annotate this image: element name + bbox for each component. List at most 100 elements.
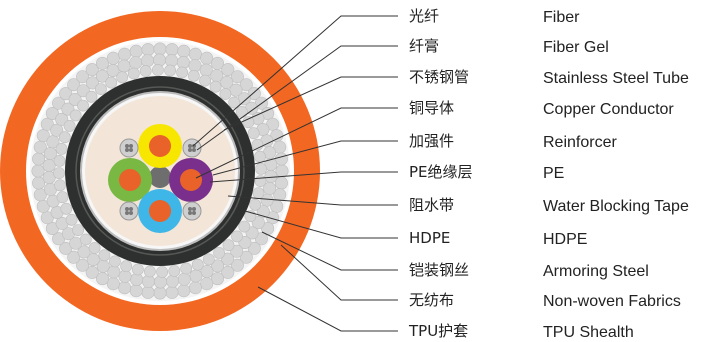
armor-wire (106, 51, 120, 65)
armor-wire (211, 259, 225, 273)
armor-wire (176, 66, 188, 79)
armor-wire (45, 107, 59, 121)
leader-line-fiber-gel (196, 45, 398, 151)
leader-line-reinforcer (212, 140, 398, 176)
armor-wire (255, 162, 267, 175)
armor-wire (109, 255, 121, 268)
armor-wire (180, 262, 193, 275)
armor-wire (166, 274, 180, 288)
copper-conductor-blue (149, 200, 171, 222)
armor-wire (46, 135, 60, 149)
leader-line-fiber (192, 15, 398, 147)
armor-wire (120, 260, 133, 273)
label-en-stainless-steel-tube: Stainless Steel Tube (543, 70, 689, 87)
armor-wire (200, 51, 214, 65)
armor-wire (230, 70, 244, 84)
armor-wire (67, 78, 81, 92)
armor-wire (77, 99, 89, 112)
armor-wire (153, 42, 167, 56)
leader-line-pe (209, 171, 398, 183)
armor-wire (55, 142, 68, 155)
armor-wire (222, 239, 235, 252)
hdpe-inner-ring (75, 86, 245, 256)
armor-wire (151, 64, 164, 76)
armor-wire (177, 272, 191, 286)
label-zh-water-blocking-tape: 阻水带 (409, 196, 454, 214)
labels-zh: 光纤 纤膏 不锈钢管 铜导体 加强件 PE绝缘层 阻水带 HDPE 铠装钢丝 无… (408, 7, 473, 340)
armor-wire (231, 230, 243, 243)
copper-conductor-yellow (149, 135, 171, 157)
armor-wire (274, 176, 288, 190)
armor-wire (98, 249, 111, 262)
armor-wire (129, 56, 143, 70)
label-en-pe: PE (543, 165, 564, 182)
armor-wire (72, 224, 84, 236)
armor-wire (221, 63, 235, 77)
label-en-fiber: Fiber (543, 9, 580, 26)
armor-wire (31, 164, 45, 178)
armor-wire (141, 285, 155, 299)
fiber-unit-tl (119, 138, 139, 158)
labels-en: Fiber Fiber Gel Stainless Steel Tube Cop… (543, 9, 689, 341)
armor-wire (239, 78, 253, 92)
armor-wire (85, 63, 99, 77)
armor-wire (118, 47, 132, 61)
label-zh-fiber-gel: 纤膏 (409, 37, 439, 55)
armor-wire (177, 284, 191, 298)
armor-wire (202, 253, 215, 266)
armor-wire (156, 266, 168, 278)
leader-line-hdpe (244, 210, 398, 239)
armor-wire (54, 179, 66, 192)
armor-wire (247, 127, 260, 140)
armor-wire (239, 250, 253, 264)
leader-line-tpu-sheath (257, 286, 398, 332)
armor-wire (127, 67, 140, 80)
armor-wire (254, 232, 268, 246)
leader-line-non-woven-fabrics (280, 244, 398, 301)
armor-wire (230, 244, 244, 258)
armor-wire (76, 70, 90, 84)
armor-wire (165, 43, 179, 57)
label-zh-stainless-steel-tube: 不锈钢管 (409, 68, 469, 86)
label-zh-fiber: 光纤 (409, 7, 439, 25)
armor-wire (50, 123, 64, 137)
armor-wire (53, 154, 66, 167)
armor-wire (63, 120, 76, 132)
armor-wire (249, 198, 262, 211)
armor-wire (117, 59, 131, 73)
armor-wire (254, 150, 266, 163)
armor-wire (252, 187, 265, 199)
label-zh-tpu-sheath: TPU护套 (408, 322, 468, 340)
armor-wire (96, 56, 110, 70)
armor-wire (230, 258, 244, 272)
armor-wire (200, 277, 214, 291)
armor-wire (118, 281, 132, 295)
armor-wire (53, 167, 65, 179)
fiber-unit-br (182, 201, 202, 221)
label-en-tpu-sheath: TPU Shealth (543, 324, 634, 341)
leader-line-water-blocking-tape (227, 195, 398, 206)
armor-wire (42, 159, 56, 173)
leader-line-armoring-steel (261, 231, 398, 271)
armor-wire (213, 246, 225, 259)
armor-wire (165, 285, 179, 299)
armor-wire (219, 88, 232, 100)
armor-wire (191, 258, 204, 271)
label-en-reinforcer: Reinforcer (543, 134, 617, 151)
armor-wire (67, 250, 81, 264)
armor-wire (65, 213, 78, 226)
armor-wire (40, 117, 54, 131)
armor-wire (79, 233, 92, 246)
armor-wire (266, 211, 280, 225)
label-en-copper-conductor: Copper Conductor (543, 101, 674, 118)
label-zh-pe: PE绝缘层 (409, 163, 473, 181)
armor-wire (141, 54, 155, 68)
armor-wire (86, 76, 100, 90)
armor-wire (85, 90, 98, 103)
label-zh-reinforcer: 加强件 (409, 132, 454, 150)
armor-wire (199, 74, 211, 87)
armor-wire (106, 64, 120, 78)
armor-wire (238, 220, 251, 233)
core-elements (108, 124, 213, 233)
